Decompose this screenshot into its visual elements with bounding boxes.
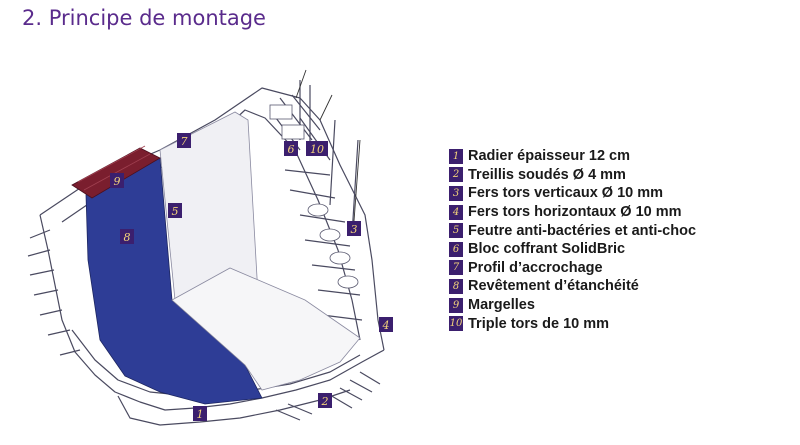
legend-label: Margelles	[468, 297, 535, 314]
svg-text:9: 9	[114, 175, 121, 188]
legend-item: 4 Fers tors horizontaux Ø 10 mm	[449, 203, 696, 222]
legend-item: 3 Fers tors verticaux Ø 10 mm	[449, 184, 696, 203]
legend-label: Bloc coffrant SolidBric	[468, 241, 626, 258]
legend-label: Revêtement d’étanchéité	[468, 278, 639, 295]
legend-number: 2	[449, 167, 463, 183]
legend-number: 4	[449, 204, 463, 220]
floor-surface	[171, 267, 361, 391]
legend-label: Treillis soudés Ø 4 mm	[468, 166, 626, 183]
legend-label: Fers tors horizontaux Ø 10 mm	[468, 204, 682, 221]
legend-label: Profil d’accrochage	[468, 259, 603, 276]
legend-item: 8 Revêtement d’étanchéité	[449, 277, 696, 296]
slab-line	[117, 389, 351, 426]
legend-item: 7 Profil d’accrochage	[449, 259, 696, 278]
legend-item: 1 Radier épaisseur 12 cm	[449, 147, 696, 166]
left-edge	[39, 214, 385, 411]
legend-number: 8	[449, 278, 463, 294]
page-title: 2. Principe de montage	[22, 6, 266, 30]
legend-item: 10 Triple tors de 10 mm	[449, 314, 696, 333]
svg-text:2: 2	[321, 395, 329, 408]
legend-number: 7	[449, 260, 463, 276]
svg-text:4: 4	[382, 319, 390, 332]
legend-item: 2 Treillis soudés Ø 4 mm	[449, 166, 696, 185]
legend-label: Radier épaisseur 12 cm	[468, 148, 631, 165]
legend-item: 6 Bloc coffrant SolidBric	[449, 240, 696, 259]
legend-label: Fers tors verticaux Ø 10 mm	[468, 185, 664, 202]
legend-number: 9	[449, 297, 463, 313]
svg-text:3: 3	[351, 223, 358, 236]
svg-text:6: 6	[288, 143, 295, 156]
svg-text:5: 5	[172, 205, 179, 218]
legend-number: 1	[449, 148, 463, 164]
callout-badges: 1 2 3 4 5 6 7 8 9 10	[110, 133, 393, 421]
legend-list: 1 Radier épaisseur 12 cm 2 Treillis soudés…	[449, 147, 696, 333]
legend-number: 6	[449, 241, 463, 257]
legend-label: Triple tors de 10 mm	[468, 315, 610, 332]
liner-layer	[85, 157, 263, 405]
legend-number: 10	[449, 316, 463, 332]
legend-number: 3	[449, 185, 463, 201]
legend-item: 5 Feutre anti-bactéries et anti-choc	[449, 221, 696, 240]
svg-text:7: 7	[181, 135, 188, 148]
svg-text:8: 8	[124, 231, 131, 244]
legend-item: 9 Margelles	[449, 296, 696, 315]
svg-text:1: 1	[197, 408, 204, 421]
legend-number: 5	[449, 223, 463, 239]
svg-text:10: 10	[310, 143, 324, 156]
legend-label: Feutre anti-bactéries et anti-choc	[468, 222, 697, 239]
